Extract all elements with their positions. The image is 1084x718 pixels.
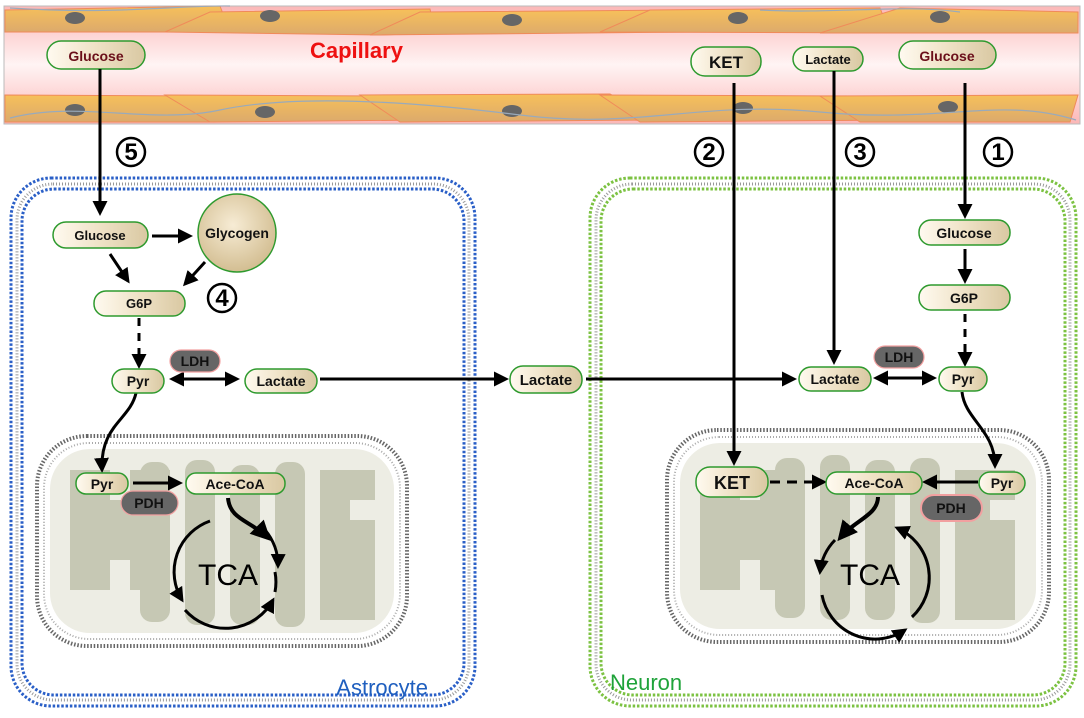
pathway-number-3: 3 [844, 136, 876, 168]
svg-text:4: 4 [215, 285, 229, 312]
neuron-mitochondrion [665, 428, 1051, 644]
neuron-pyr[interactable]: Pyr [938, 366, 988, 392]
astro-glucose[interactable]: Glucose [52, 221, 149, 249]
pathway-arrows [92, 69, 1003, 542]
neuron-tca-cycle [813, 525, 931, 643]
svg-text:Glucose: Glucose [68, 48, 123, 64]
svg-text:G6P: G6P [950, 290, 978, 306]
svg-text:PDH: PDH [134, 495, 164, 511]
arrow-glucose-to-g6p [108, 253, 130, 284]
svg-text:Pyr: Pyr [91, 476, 114, 492]
endothelial-cell [819, 7, 1079, 34]
svg-text:Ace-CoA: Ace-CoA [205, 476, 264, 492]
astro-ldh[interactable]: LDH [169, 349, 221, 373]
svg-text:Glucose: Glucose [74, 228, 125, 243]
svg-text:5: 5 [124, 139, 137, 166]
astro-lactate[interactable]: Lactate [244, 368, 318, 394]
svg-text:Pyr: Pyr [991, 475, 1014, 491]
arrow-pyr-to-mito-neuron [960, 391, 1003, 469]
capillary-label: Capillary [310, 38, 404, 63]
pathway-number-4: 4 [206, 282, 238, 314]
svg-text:Ace-CoA: Ace-CoA [844, 475, 903, 491]
neuron-g6p[interactable]: G6P [918, 284, 1011, 311]
neuron-ket[interactable]: KET [695, 466, 769, 498]
svg-text:KET: KET [709, 53, 744, 72]
astro-ace-coa[interactable]: Ace-CoA [185, 472, 286, 495]
svg-text:Lactate: Lactate [520, 372, 573, 389]
svg-text:Lactate: Lactate [805, 52, 851, 67]
svg-text:G6P: G6P [126, 296, 152, 311]
neuron-label: Neuron [610, 670, 682, 695]
capillary-lactate[interactable]: Lactate [792, 46, 864, 72]
neuron-ldh[interactable]: LDH [873, 345, 925, 369]
astro-tca-label: TCA [198, 559, 258, 592]
arrow-acecoa-to-tca-neuron [837, 496, 880, 542]
basement-fiber [9, 5, 961, 13]
arrow-pyr-to-mito-astro [93, 392, 138, 473]
neuron-tca-label: TCA [840, 559, 900, 592]
shuttle-lactate[interactable]: Lactate [509, 365, 583, 394]
svg-text:KET: KET [714, 473, 750, 493]
capillary: Capillary Glucose KET Lactate Glucose [3, 5, 1081, 125]
svg-text:Lactate: Lactate [810, 371, 859, 387]
svg-text:LDH: LDH [885, 349, 914, 365]
pathway-number-1: 1 [982, 136, 1014, 168]
svg-text:2: 2 [702, 139, 715, 166]
svg-text:Lactate: Lactate [256, 373, 305, 389]
capillary-glucose-right[interactable]: Glucose [898, 40, 997, 70]
capillary-glucose-left[interactable]: Glucose [46, 40, 146, 70]
astrocyte-mitochondrion [35, 434, 409, 648]
astro-tca-cycle [169, 519, 286, 630]
astro-mito-pyr[interactable]: Pyr [75, 472, 129, 495]
svg-text:PDH: PDH [936, 500, 966, 516]
astro-glycogen[interactable]: Glycogen [197, 193, 277, 273]
svg-text:Glucose: Glucose [936, 225, 991, 241]
neuron-mito-pyr[interactable]: Pyr [978, 471, 1026, 495]
astro-pdh[interactable]: PDH [120, 490, 179, 516]
svg-text:LDH: LDH [181, 353, 210, 369]
astro-pyr[interactable]: Pyr [111, 368, 165, 394]
neuron-glucose[interactable]: Glucose [918, 219, 1011, 246]
neuron-lactate[interactable]: Lactate [798, 366, 872, 392]
arrow-acecoa-to-tca-astro [226, 497, 271, 541]
basement-fiber [9, 100, 1077, 121]
astro-g6p[interactable]: G6P [93, 290, 186, 317]
svg-text:Pyr: Pyr [127, 373, 150, 389]
endothelial-nuclei [65, 10, 958, 118]
svg-text:1: 1 [991, 139, 1004, 166]
svg-text:Pyr: Pyr [952, 371, 975, 387]
arrow-glycogen-to-g6p [182, 260, 207, 287]
svg-text:3: 3 [853, 139, 866, 166]
capillary-ket[interactable]: KET [690, 46, 762, 77]
astrocyte-label: Astrocyte [336, 675, 428, 700]
svg-text:Glucose: Glucose [919, 48, 974, 64]
neuron-ace-coa[interactable]: Ace-CoA [825, 471, 923, 495]
pathway-number-5: 5 [115, 136, 147, 168]
neuron-pdh[interactable]: PDH [920, 494, 983, 522]
svg-text:Glycogen: Glycogen [205, 225, 269, 241]
astrocyte-membrane [9, 176, 477, 708]
pathway-number-2: 2 [693, 136, 725, 168]
